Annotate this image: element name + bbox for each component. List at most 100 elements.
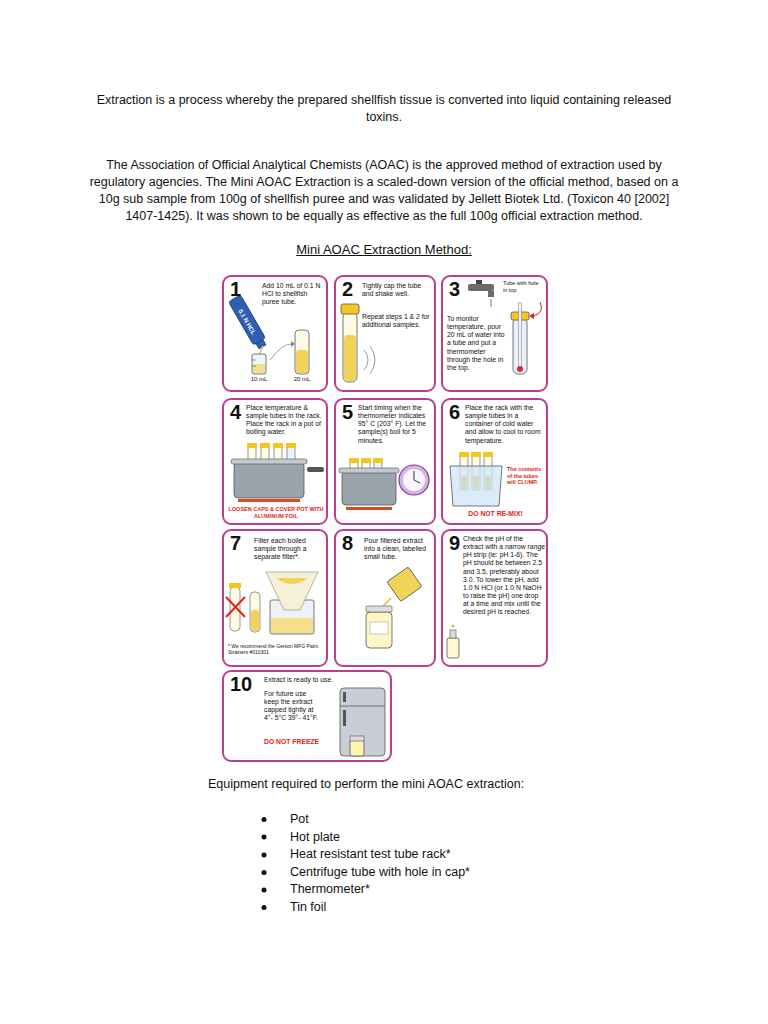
step-box: 4Place temperature & sample tubes in the… — [222, 398, 328, 525]
faucet — [468, 280, 494, 307]
faucet-part — [468, 284, 494, 291]
step-text: To monitor temperature, pour 20 mL of wa… — [447, 315, 509, 372]
measuring-tube-part — [252, 366, 256, 367]
boiling-pot-timer-part — [373, 458, 383, 463]
filter-setup — [226, 572, 318, 634]
equipment-item: Tin foil — [290, 899, 690, 916]
boiling-pot-timer-part — [414, 471, 415, 480]
dropper-bottle-part — [447, 638, 459, 658]
equipment-item: Centrifuge tube with hole in cap* — [290, 864, 690, 881]
intro-paragraph: Extraction is a process whereby the prep… — [84, 92, 684, 126]
puree-tube-part — [295, 330, 309, 374]
step-number: 10 — [230, 674, 260, 694]
step-box: 2Tightly cap the tube and shake well.Rep… — [334, 275, 436, 392]
step-box: 5Start timing when the thermometer indic… — [334, 398, 436, 525]
boiling-pot-part — [231, 459, 307, 464]
boiling-pot-timer-part — [349, 458, 359, 463]
equipment-item: Hot plate — [290, 829, 690, 846]
volume-label: 20 mL — [287, 376, 317, 383]
filter-setup-part — [271, 618, 313, 633]
cooling-basin-part — [483, 452, 493, 457]
thermometer-tube — [511, 302, 541, 374]
filter-setup-part — [226, 597, 245, 617]
capped-tube-part — [370, 346, 375, 374]
refrigerator-part — [343, 692, 346, 702]
filter-setup-part — [229, 583, 241, 588]
step-number: 1 — [230, 279, 254, 299]
step-number: 7 — [230, 533, 254, 553]
cooling-basin-part — [471, 452, 481, 457]
dropper-bottle-part — [450, 630, 456, 638]
pouring-cup-part — [366, 612, 392, 648]
boiling-pot-part — [234, 462, 304, 498]
pouring-cup — [366, 567, 422, 648]
equipment-item: Pot — [290, 811, 690, 828]
boiling-pot — [231, 443, 324, 502]
refrigerator-part — [350, 740, 364, 756]
measuring-tube-part — [252, 360, 256, 361]
refrigerator — [340, 688, 385, 756]
thermometer-tube-part — [517, 366, 523, 372]
bullet-dot-part — [262, 888, 267, 893]
equipment-item: Heat resistant test tube rack* — [290, 846, 690, 863]
boiling-pot-part — [286, 443, 296, 448]
bullet-dot — [262, 817, 267, 910]
hcl-bottle-part-part — [256, 340, 266, 349]
bullet-dot-part — [262, 870, 267, 875]
hcl-bottle-part-part — [228, 295, 265, 345]
step-box: 7Filter each boiled sample through a sep… — [222, 529, 328, 667]
boiling-pot-timer-part — [414, 480, 420, 483]
step-text: Repeat steps 1 & 2 for additional sample… — [362, 313, 432, 329]
boiling-pot-part — [307, 467, 324, 472]
boiling-pot-timer-part — [399, 465, 429, 495]
bullet-dot-part — [262, 905, 267, 910]
warning-text: LOOSEN CAPS & COVER POT WITH ALUMINUM FO… — [227, 506, 325, 519]
step-text: Add 10 mL of 0.1 N HCl to shellfish pure… — [262, 282, 324, 306]
faucet-part — [490, 299, 492, 307]
equipment-item: Thermometer* — [290, 881, 690, 898]
puree-tube-part — [296, 350, 308, 373]
puree-tube — [270, 330, 309, 374]
step-box: 10Extract is ready to use.For future use… — [222, 670, 392, 762]
faucet-part — [488, 291, 494, 297]
step-text: Tightly cap the tube and shake well. — [362, 282, 432, 298]
boiling-pot-timer-part — [403, 469, 425, 491]
pouring-cup-part — [366, 606, 392, 612]
measuring-tube-part — [253, 364, 265, 373]
bottle-label: 0.1 N HCL — [232, 300, 262, 344]
warning-text: The contents of the tubes will CLUMP. — [507, 466, 545, 486]
cooling-basin-part — [459, 452, 469, 457]
boiling-pot-timer-part — [361, 458, 371, 463]
step-text: Filter each boiled sample through a sepa… — [254, 537, 324, 561]
step-box: 8Pour filtered extract into a clean, lab… — [334, 529, 436, 667]
refrigerator-part — [340, 688, 385, 756]
thermometer-tube-part — [519, 303, 522, 368]
bullet-dot-part — [262, 853, 267, 858]
step-text: Pour filtered extract into a clean, labe… — [364, 537, 432, 561]
cooling-basin — [450, 452, 502, 506]
step-box: 6Place the rack with the sample tubes in… — [441, 398, 548, 525]
volume-label: 10 mL — [244, 376, 274, 383]
callout-label: Tube with hole in top — [503, 280, 543, 293]
boiling-pot-part — [260, 443, 270, 448]
capped-tube-part — [344, 335, 356, 381]
footnote: * We recommend the Gerson MFG Paint Stra… — [228, 643, 324, 655]
pouring-cup-part — [370, 622, 388, 634]
boiling-pot-timer-part — [346, 507, 392, 510]
intro-paragraph: The Association of Official Analytical C… — [84, 157, 684, 225]
step-text: Start timing when the thermometer indica… — [358, 404, 434, 445]
filter-setup-part — [251, 610, 259, 631]
refrigerator-part — [340, 706, 385, 707]
boiling-pot-part — [238, 499, 300, 502]
puree-tube-part — [270, 344, 291, 360]
filter-setup-part — [226, 597, 245, 617]
refrigerator-part — [350, 736, 364, 741]
boiling-pot-timer — [339, 458, 429, 510]
step-box: 9Check the pH of the extract with a narr… — [441, 529, 548, 667]
boiling-pot-timer-part — [342, 471, 396, 505]
step-text: Place temperature & sample tubes in the … — [246, 404, 326, 437]
thermometer-tube-part — [529, 313, 534, 319]
boiling-pot-part — [247, 443, 257, 448]
bullet-dot-part — [262, 817, 267, 822]
section-title: Mini AOAC Extraction Method: — [84, 241, 684, 258]
